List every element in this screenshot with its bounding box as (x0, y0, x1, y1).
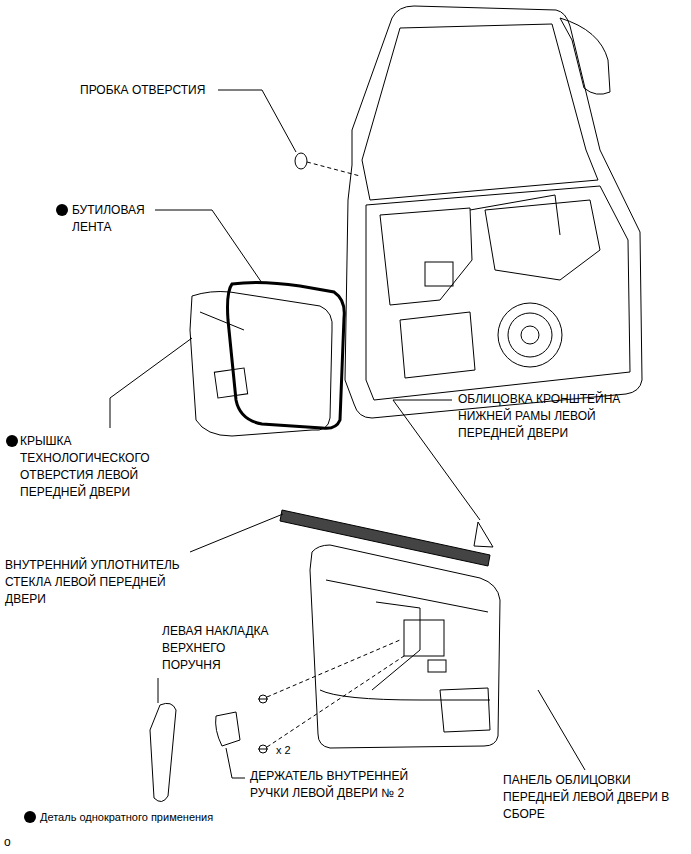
part-label: БУТИЛОВАЯ ЛЕНТА (72, 202, 172, 236)
part-label: x 2 (276, 742, 291, 759)
part-label: ДЕРЖАТЕЛЬ ВНУТРЕННЕЙ РУЧКИ ЛЕВОЙ ДВЕРИ №… (250, 768, 450, 802)
part-label: ПАНЕЛЬ ОБЛИЦОВКИ ПЕРЕДНЕЙ ЛЕВОЙ ДВЕРИ В … (503, 772, 678, 823)
part-label: ЛЕВАЯ НАКЛАДКА ВЕРХНЕГО ПОРУЧНЯ (162, 623, 284, 674)
part-label: o (4, 834, 11, 851)
part-label: КРЫШКА ТЕХНОЛОГИЧЕСКОГО ОТВЕРСТИЯ ЛЕВОЙ … (20, 433, 190, 501)
part-label: ВНУТРЕННИЙ УПЛОТНИТЕЛЬ СТЕКЛА ЛЕВОЙ ПЕРЕ… (5, 557, 200, 608)
part-label: ОБЛИЦОВКА КРОНШТЕЙНА НИЖНЕЙ РАМЫ ЛЕВОЙ П… (458, 391, 638, 442)
part-label: ПРОБКА ОТВЕРСТИЯ (80, 82, 205, 99)
legend-text: Деталь однократного применения (40, 809, 213, 826)
